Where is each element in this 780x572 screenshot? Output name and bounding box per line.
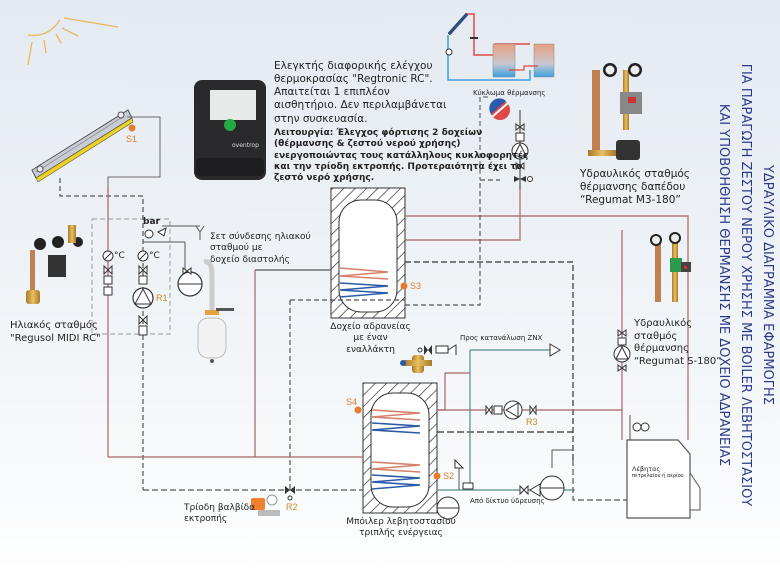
heating-station-label: Υδραυλικός σταθμός θέρμανσης “Regumat S-… [634,318,722,367]
water-supply-inlet-icon [529,483,541,497]
heating-station-image [650,232,691,302]
pump-icon[interactable] [613,345,631,363]
diverter-valve-label: Τρίοδη βαλβίδα εκτροπής [184,503,256,525]
expansion-vessel-icon [539,449,573,501]
pump-r1-icon[interactable] [132,287,154,309]
expansion-tank-image [197,259,234,363]
solar-collector-icon [31,109,134,183]
heating-circuit-schematic [445,12,555,81]
controller-device[interactable] [194,80,266,180]
pressure-unit-label: bar [143,217,160,227]
boiler-tank [362,382,438,514]
sensor-s1-label: S1 [126,134,138,144]
diagram-title: ΥΔΡΑΥΛΙΚΟ ΔΙΑΓΡΑΜΜΑ ΕΦΑΡΜΟΓΗΣ ΓΙΑ ΠΑΡΑΓΩ… [690,35,778,535]
title-line-1: ΥΔΡΑΥΛΙΚΟ ΔΙΑΓΡΑΜΜΑ ΕΦΑΡΜΟΓΗΣ [760,164,775,406]
pump-r3-label: R3 [526,417,538,427]
sensor-s3-label: S3 [410,281,422,291]
pump-icon[interactable] [511,142,529,160]
expansion-vessel-icon [436,496,460,520]
sensor-s4-label: S4 [346,397,358,407]
diverter-valve-r2-icon[interactable] [285,486,295,501]
ball-valve-icon [515,123,525,170]
pump-r1-label: R1 [156,293,168,303]
pump-r3-icon[interactable] [503,400,523,420]
expansion-vessel-icon [177,267,203,297]
ball-valve-icon [519,484,529,496]
ball-valve-icon [617,329,627,372]
temp-unit-label: °C [114,251,125,261]
diverter-valve-image [251,494,280,516]
buffer-tank [330,187,406,319]
dhw-outlet-label: Προς κατανάλωση ΖΝΧ [460,334,543,342]
ball-valve-icon [485,404,537,416]
controller-function: Λειτουργία: Έλεγχος φόρτισης 2 δοχείων (… [274,128,529,183]
boiler-label: Λέβητας πετρελαίου ή αερίου [632,465,684,480]
ball-valve-icon [138,264,148,336]
mixing-valve-icon [514,176,533,182]
floor-station-label: Υδραυλικός σταθμός θέρμανσης δαπέδου “Re… [580,168,690,207]
heating-circuit-label: Κύκλωμα θέρμανσης [473,89,546,97]
thermometer-icon [137,250,149,262]
solar-station-image [26,225,83,304]
pump-r2-label: R2 [286,502,298,512]
buffer-tank-label: Δοχείο αδρανείας με έναν εναλλάκτη [330,322,411,355]
thermostatic-mixer-image [400,355,432,373]
solar-station-box [91,218,171,335]
thermometer-icon [102,250,114,262]
title-line-2: ΓΙΑ ΠΑΡΑΓΩΓΗ ΖΕΣΤΟΥ ΝΕΡΟΥ ΧΡΗΣΗΣ ΜΕ BOIL… [738,63,753,507]
pressure-gauge-icon [144,227,167,239]
temp-unit-label: °C [149,251,160,261]
expansion-set-label: Σετ σύνδεσης ηλιακού σταθμού με δοχείο δ… [210,232,311,265]
sensor-s2 [433,472,441,480]
ball-valve-icon [103,264,113,296]
title-line-3: ΚΑΙ ΥΠΟΒΟΗΘΗΣΗ ΘΕΡΜΑΝΣΗΣ ΜΕ ΔΟΧΕΙΟ ΑΔΡΑΝ… [716,103,731,467]
floor-station-image [588,63,642,160]
sensor-s3 [400,282,408,290]
sensor-s1 [128,124,136,132]
controller-brand: oventrop [232,142,259,149]
sun-icon [27,17,119,66]
solar-station-label: Ηλιακός σταθμός "Regusol MIDI RC" [10,320,101,344]
oil-gas-boiler [626,415,701,519]
heating-circuit-icon [489,98,510,120]
water-supply-label: Από δίκτυο ύδρευσης [470,497,545,505]
safety-valve-icon [454,458,474,490]
controller-description: Ελεγκτής διαφορικής ελέγχου θερμοκρασίας… [274,60,447,125]
boiler-tank-label: Μπόιλερ λεβητοστασίου τριπλής ενέργειας [346,517,456,539]
sensor-s2-label: S2 [443,471,455,481]
sensor-s4 [354,406,362,414]
